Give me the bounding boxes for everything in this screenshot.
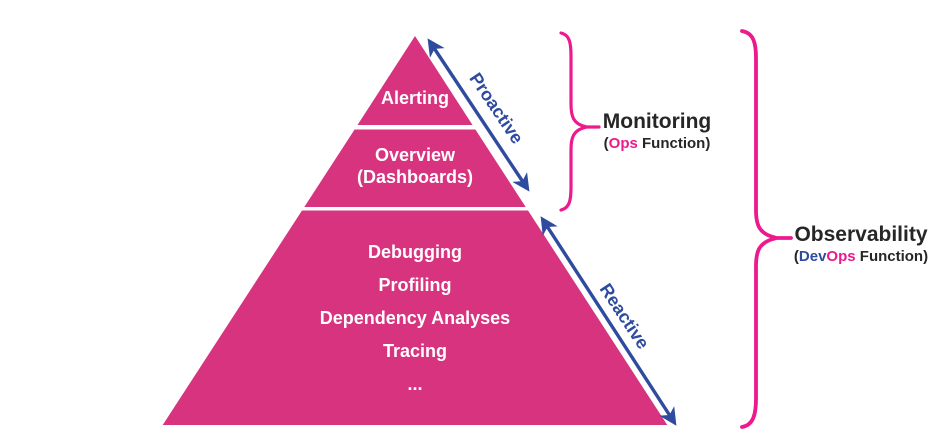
observability-subtitle-ops: Ops xyxy=(826,248,856,265)
tier-line: Tracing xyxy=(382,341,448,361)
tier-line: Overview xyxy=(374,145,456,165)
tier-line: ... xyxy=(407,374,423,394)
tier-line: Profiling xyxy=(378,275,452,295)
monitoring-subtitle: (Ops Function) xyxy=(577,134,737,153)
observability-subtitle-dev: Dev xyxy=(798,248,827,265)
monitoring-subtitle-ops: Ops xyxy=(608,135,638,152)
monitoring-brace xyxy=(559,31,601,212)
pyramid-tier-alerting-label: Alerting xyxy=(340,87,490,109)
tier-line: Dependency Analyses xyxy=(319,308,511,328)
tier-line: (Dashboards) xyxy=(356,167,473,187)
monitoring-annotation: Monitoring (Ops Function) xyxy=(577,110,737,153)
monitoring-title: Monitoring xyxy=(602,110,712,133)
observability-annotation: Observability (DevOps Function) xyxy=(770,223,940,266)
pyramid-tier-overview-label: Overview (Dashboards) xyxy=(315,144,515,188)
observability-subtitle: (DevOps Function) xyxy=(770,247,940,266)
pyramid-tier-investigation-label: Debugging Profiling Dependency Analyses … xyxy=(265,236,565,401)
observability-subtitle-rest: Function) xyxy=(855,248,929,265)
monitoring-subtitle-open: ( xyxy=(603,135,609,152)
reactive-arrow xyxy=(540,216,677,426)
tier-line: Alerting xyxy=(380,88,449,108)
observability-title: Observability xyxy=(794,223,928,246)
monitoring-subtitle-rest: Function) xyxy=(637,135,711,152)
observability-brace xyxy=(740,29,793,429)
proactive-arrow xyxy=(427,38,530,192)
tier-line: Debugging xyxy=(368,242,462,262)
observability-subtitle-open: ( xyxy=(793,248,799,265)
